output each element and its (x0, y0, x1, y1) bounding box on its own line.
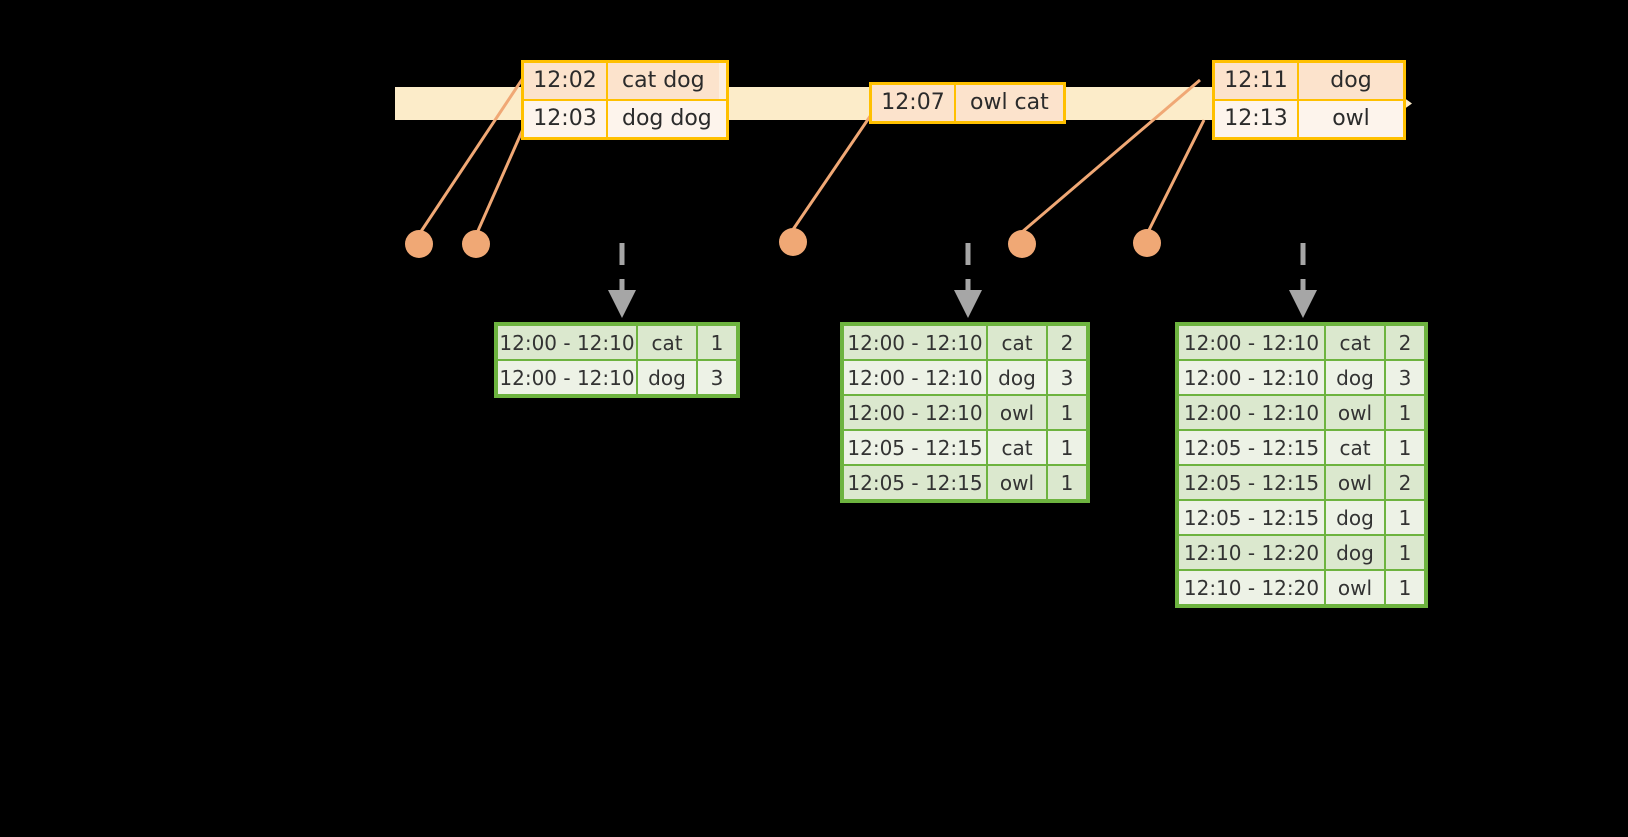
table-row[interactable]: 12:00 - 12:10 owl 1 (844, 396, 1086, 429)
event-marker-4 (1008, 230, 1036, 258)
result-table-2[interactable]: 12:00 - 12:10 cat 2 12:00 - 12:10 dog 3 … (840, 322, 1090, 503)
cell-window: 12:00 - 12:10 (844, 326, 986, 359)
cell-key: cat (1326, 431, 1384, 464)
cell-key: owl (988, 396, 1046, 429)
event-row[interactable]: 12:13 owl (1215, 99, 1403, 137)
emit-arrow-1 (608, 243, 636, 318)
cell-window: 12:00 - 12:10 (844, 361, 986, 394)
event-time: 12:07 (872, 85, 956, 121)
table-row[interactable]: 12:00 - 12:10 cat 2 (1179, 326, 1424, 359)
cell-key: cat (988, 326, 1046, 359)
cell-key: owl (1326, 396, 1384, 429)
event-row[interactable]: 12:07 owl cat (872, 85, 1063, 121)
event-payload: owl (1299, 101, 1403, 137)
cell-window: 12:00 - 12:10 (844, 396, 986, 429)
event-payload: dog (1299, 63, 1403, 99)
event-payload: cat dog (608, 63, 719, 99)
event-marker-2 (462, 230, 490, 258)
event-time: 12:11 (1215, 63, 1299, 99)
cell-count: 3 (1048, 361, 1086, 394)
cell-window: 12:00 - 12:10 (1179, 396, 1324, 429)
cell-key: cat (638, 326, 696, 359)
event-box-group-3[interactable]: 12:11 dog 12:13 owl (1212, 60, 1406, 140)
cell-window: 12:05 - 12:15 (1179, 466, 1324, 499)
cell-key: dog (638, 361, 696, 394)
cell-window: 12:00 - 12:10 (498, 361, 636, 394)
cell-window: 12:00 - 12:10 (1179, 361, 1324, 394)
cell-window: 12:00 - 12:10 (498, 326, 636, 359)
table-row[interactable]: 12:00 - 12:10 dog 3 (498, 361, 736, 394)
table-row[interactable]: 12:05 - 12:15 owl 2 (1179, 466, 1424, 499)
emit-arrow-3 (1289, 243, 1317, 318)
cell-count: 1 (1386, 501, 1424, 534)
event-row[interactable]: 12:02 cat dog (524, 63, 726, 99)
result-table-1[interactable]: 12:00 - 12:10 cat 1 12:00 - 12:10 dog 3 (494, 322, 740, 398)
event-box-group-1[interactable]: 12:02 cat dog 12:03 dog dog (521, 60, 729, 140)
table-row[interactable]: 12:00 - 12:10 cat 2 (844, 326, 1086, 359)
table-row[interactable]: 12:05 - 12:15 cat 1 (1179, 431, 1424, 464)
cell-count: 1 (1048, 396, 1086, 429)
cell-key: cat (1326, 326, 1384, 359)
cell-window: 12:00 - 12:10 (1179, 326, 1324, 359)
cell-count: 1 (1048, 431, 1086, 464)
event-payload: dog dog (608, 101, 726, 137)
cell-window: 12:05 - 12:15 (1179, 501, 1324, 534)
cell-count: 1 (1386, 536, 1424, 569)
event-time: 12:02 (524, 63, 608, 99)
cell-key: owl (1326, 466, 1384, 499)
event-time: 12:03 (524, 101, 608, 137)
cell-key: dog (988, 361, 1046, 394)
cell-count: 1 (1386, 396, 1424, 429)
table-row[interactable]: 12:10 - 12:20 owl 1 (1179, 571, 1424, 604)
cell-count: 2 (1386, 326, 1424, 359)
cell-window: 12:05 - 12:15 (1179, 431, 1324, 464)
emit-arrow-2 (954, 243, 982, 318)
table-row[interactable]: 12:05 - 12:15 cat 1 (844, 431, 1086, 464)
cell-count: 1 (698, 326, 736, 359)
event-marker-3 (779, 228, 807, 256)
table-row[interactable]: 12:05 - 12:15 dog 1 (1179, 501, 1424, 534)
event-marker-1 (405, 230, 433, 258)
event-row[interactable]: 12:11 dog (1215, 63, 1403, 99)
table-row[interactable]: 12:00 - 12:10 cat 1 (498, 326, 736, 359)
cell-count: 3 (698, 361, 736, 394)
table-row[interactable]: 12:05 - 12:15 owl 1 (844, 466, 1086, 499)
cell-key: dog (1326, 536, 1384, 569)
table-row[interactable]: 12:00 - 12:10 dog 3 (1179, 361, 1424, 394)
table-row[interactable]: 12:00 - 12:10 owl 1 (1179, 396, 1424, 429)
cell-window: 12:05 - 12:15 (844, 431, 986, 464)
cell-key: dog (1326, 361, 1384, 394)
cell-window: 12:10 - 12:20 (1179, 571, 1324, 604)
event-row[interactable]: 12:03 dog dog (524, 99, 726, 137)
event-payload: owl cat (956, 85, 1063, 121)
cell-window: 12:10 - 12:20 (1179, 536, 1324, 569)
cell-count: 3 (1386, 361, 1424, 394)
table-row[interactable]: 12:10 - 12:20 dog 1 (1179, 536, 1424, 569)
event-dots (405, 228, 1161, 258)
cell-window: 12:05 - 12:15 (844, 466, 986, 499)
event-box-group-2[interactable]: 12:07 owl cat (869, 82, 1066, 124)
cell-key: owl (988, 466, 1046, 499)
cell-count: 2 (1048, 326, 1086, 359)
cell-count: 1 (1048, 466, 1086, 499)
cell-count: 2 (1386, 466, 1424, 499)
cell-key: owl (1326, 571, 1384, 604)
cell-key: dog (1326, 501, 1384, 534)
table-row[interactable]: 12:00 - 12:10 dog 3 (844, 361, 1086, 394)
cell-count: 1 (1386, 431, 1424, 464)
cell-count: 1 (1386, 571, 1424, 604)
event-marker-5 (1133, 229, 1161, 257)
result-table-3[interactable]: 12:00 - 12:10 cat 2 12:00 - 12:10 dog 3 … (1175, 322, 1428, 608)
cell-key: cat (988, 431, 1046, 464)
event-time: 12:13 (1215, 101, 1299, 137)
emit-arrows (608, 243, 1317, 318)
